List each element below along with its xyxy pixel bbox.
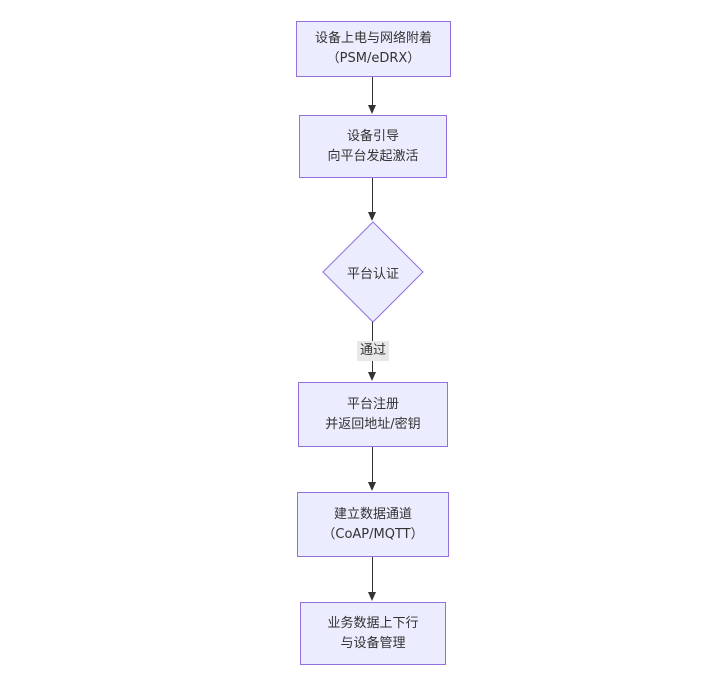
- node-line: （PSM/eDRX）: [326, 51, 421, 66]
- node-line: 平台注册: [346, 396, 399, 412]
- node-bootstrap: 设备引导 向平台发起激活: [299, 115, 447, 178]
- node-data-channel: 建立数据通道 （CoAP/MQTT）: [297, 492, 449, 557]
- arrowhead-icon: [368, 592, 376, 601]
- node-line: 与设备管理: [340, 635, 406, 651]
- node-line: 并返回地址/密钥: [325, 416, 421, 432]
- arrowhead-icon: [368, 482, 376, 491]
- node-line: 业务数据上下行: [327, 615, 419, 631]
- decision-label: 平台认证: [346, 266, 399, 282]
- node-business-data: 业务数据上下行 与设备管理: [300, 602, 446, 665]
- node-line: 建立数据通道: [333, 506, 412, 522]
- arrowhead-icon: [368, 372, 376, 381]
- node-line: （CoAP/MQTT）: [322, 526, 424, 542]
- edge-line: [372, 447, 373, 483]
- node-line: 向平台发起激活: [327, 148, 419, 164]
- arrowhead-icon: [368, 212, 376, 221]
- node-register: 平台注册 并返回地址/密钥: [298, 382, 448, 447]
- decision-platform-auth: 平台认证: [322, 221, 424, 323]
- node-power-attach: 设备上电与网络附着 （PSM/eDRX）: [296, 21, 451, 77]
- edge-label-pass: 通过: [356, 341, 390, 361]
- node-line: 设备上电与网络附着: [314, 31, 432, 46]
- arrowhead-icon: [368, 105, 376, 114]
- diamond-shape: [322, 221, 424, 323]
- edge-line: [372, 178, 373, 213]
- edge-line: [372, 557, 373, 593]
- edge-line: [372, 77, 373, 106]
- node-line: 设备引导: [346, 128, 399, 144]
